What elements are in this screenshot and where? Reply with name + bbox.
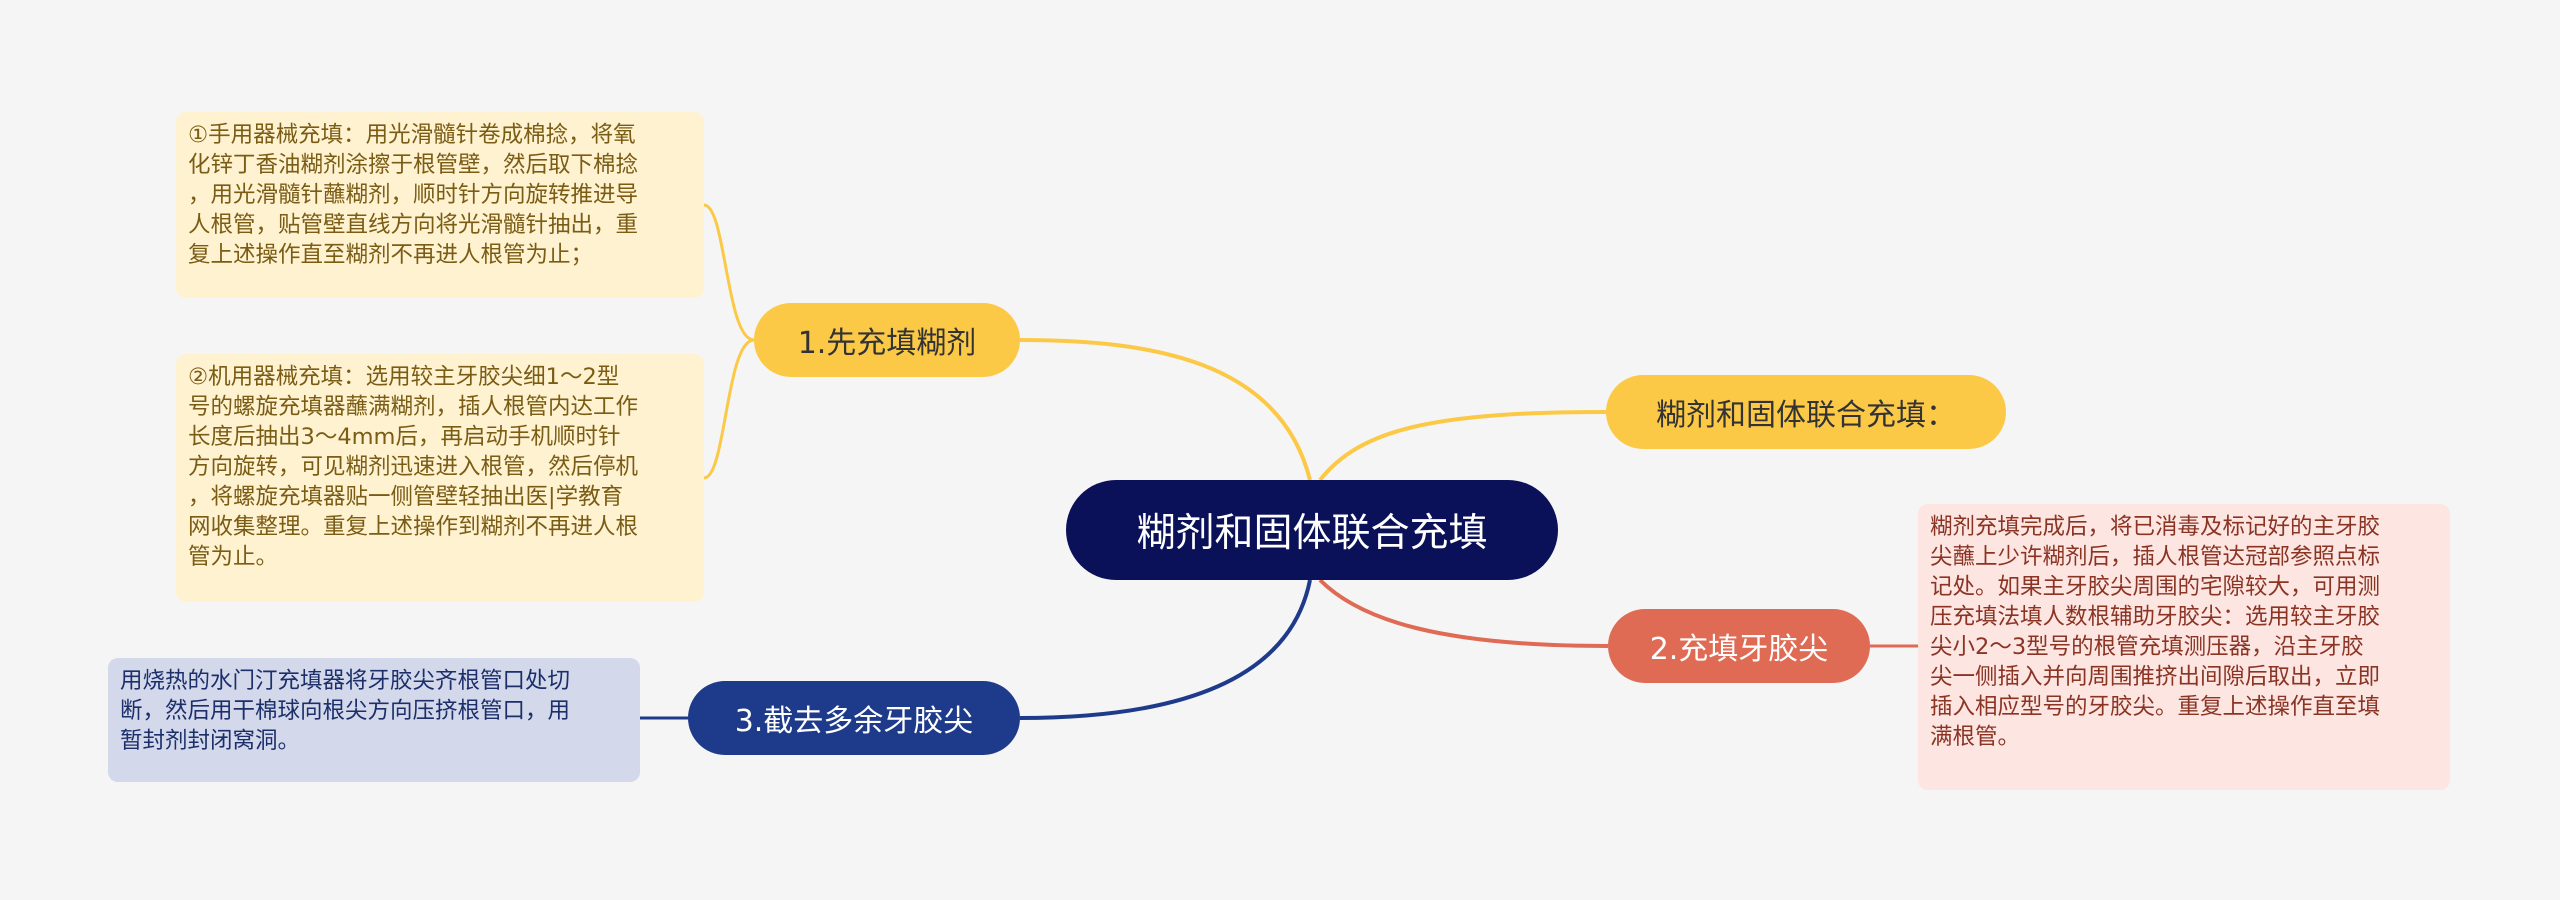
leaf-manual-instrument-filling[interactable]: ①手用器械充填：用光滑髓针卷成棉捻，将氧 化锌丁香油糊剂涂擦于根管壁，然后取下棉…: [176, 112, 704, 298]
branch-fill-paste-label: 1.先充填糊剂: [797, 326, 977, 361]
branch-cut-excess-label: 3.截去多余牙胶尖: [734, 704, 974, 739]
root-topic[interactable]: 糊剂和固体联合充填: [1066, 480, 1558, 580]
edge-branch-1-to-leaf-2: [703, 338, 755, 480]
edge-root-to-branch-2: [1318, 410, 1607, 482]
branch-fill-gutta-percha[interactable]: 2.充填牙胶尖: [1608, 609, 1870, 683]
leaf-cut-excess-detail[interactable]: 用烧热的水门汀充填器将牙胶尖齐根管口处切 断，然后用干棉球向根尖方向压挤根管口，…: [108, 658, 640, 782]
branch-fill-gutta-percha-label: 2.充填牙胶尖: [1649, 632, 1829, 667]
edge-branch-1-to-leaf-1: [703, 203, 755, 342]
leaf-machine-instrument-filling[interactable]: ②机用器械充填：选用较主牙胶尖细1～2型 号的螺旋充填器蘸满糊剂，插人根管内达工…: [176, 354, 704, 602]
edge-root-to-branch-3: [1318, 578, 1609, 648]
branch-combined-fill[interactable]: 糊剂和固体联合充填：: [1606, 375, 2006, 449]
branch-fill-paste[interactable]: 1.先充填糊剂: [754, 303, 1020, 377]
edge-root-to-branch-1: [1019, 338, 1312, 481]
leaf-gutta-percha-detail[interactable]: 糊剂充填完成后，将已消毒及标记好的主牙胶 尖蘸上少许糊剂后，插人根管达冠部参照点…: [1918, 504, 2450, 790]
branch-combined-fill-label: 糊剂和固体联合充填：: [1656, 398, 1956, 433]
branch-cut-excess[interactable]: 3.截去多余牙胶尖: [688, 681, 1020, 755]
edge-root-to-branch-4: [1019, 579, 1312, 720]
root-topic-label: 糊剂和固体联合充填: [1136, 511, 1488, 556]
